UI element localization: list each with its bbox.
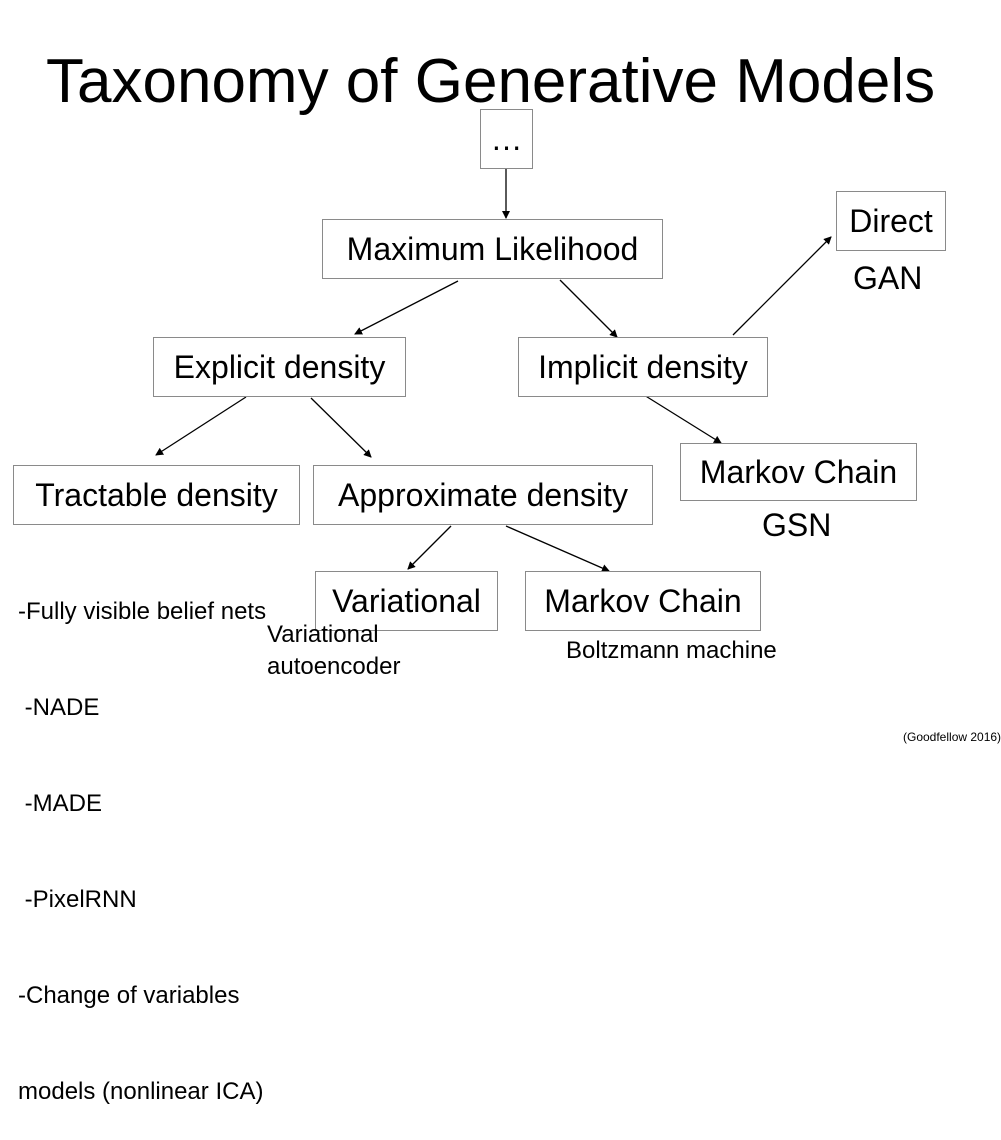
explicit-density-node: Explicit density xyxy=(153,337,406,397)
approximate-density-node: Approximate density xyxy=(313,465,653,525)
list-item: models (nonlinear ICA) xyxy=(18,1078,264,1105)
max-likelihood-label: Maximum Likelihood xyxy=(346,230,639,267)
gsn-label: GSN xyxy=(762,507,832,543)
markov-chain-approx-label: Markov Chain xyxy=(544,582,742,619)
gan-label: GAN xyxy=(853,260,923,296)
variational-autoencoder-label: Variational autoencoder xyxy=(267,619,400,683)
markov-chain-implicit-node: Markov Chain xyxy=(680,443,917,501)
list-item: -Change of variables xyxy=(18,982,240,1009)
implicit-density-label: Implicit density xyxy=(538,348,748,385)
arrow-approximate-to-markov-chain xyxy=(505,525,610,572)
direct-node: Direct xyxy=(836,191,946,251)
arrow-explicit-to-approximate xyxy=(310,397,372,458)
arrow-implicit-to-direct xyxy=(732,236,832,336)
variational-node: Variational xyxy=(315,571,498,631)
root-node: … xyxy=(480,109,533,169)
tractable-examples-list: -Fully visible belief nets -NADE -MADE -… xyxy=(18,532,266,1140)
arrow-explicit-to-tractable xyxy=(155,396,247,456)
vae-line-2: autoencoder xyxy=(267,653,401,680)
citation: (Goodfellow 2016) xyxy=(903,730,1001,744)
vae-line-1: Variational xyxy=(267,621,379,648)
boltzmann-machine-label: Boltzmann machine xyxy=(566,637,777,664)
arrow-implicit-to-markov-chain xyxy=(643,394,722,444)
explicit-density-label: Explicit density xyxy=(173,348,386,385)
slide-title: Taxonomy of Generative Models xyxy=(46,47,936,116)
list-item: -NADE xyxy=(18,694,100,721)
direct-label: Direct xyxy=(849,202,933,239)
list-item: -MADE xyxy=(18,790,102,817)
arrow-max-likelihood-to-implicit xyxy=(559,279,618,338)
connector-arrows xyxy=(155,169,832,572)
list-item: -PixelRNN xyxy=(18,886,137,913)
max-likelihood-node: Maximum Likelihood xyxy=(322,219,663,279)
markov-chain-implicit-label: Markov Chain xyxy=(699,453,898,490)
implicit-density-node: Implicit density xyxy=(518,337,768,397)
variational-label: Variational xyxy=(332,582,481,619)
arrow-approximate-to-variational xyxy=(407,525,452,570)
approximate-density-label: Approximate density xyxy=(338,476,628,513)
tractable-density-label: Tractable density xyxy=(35,476,278,513)
tractable-density-node: Tractable density xyxy=(13,465,300,525)
markov-chain-approx-node: Markov Chain xyxy=(525,571,761,631)
list-item: -Fully visible belief nets xyxy=(18,598,267,625)
root-node-label: … xyxy=(490,120,523,157)
arrow-max-likelihood-to-explicit xyxy=(354,280,459,335)
